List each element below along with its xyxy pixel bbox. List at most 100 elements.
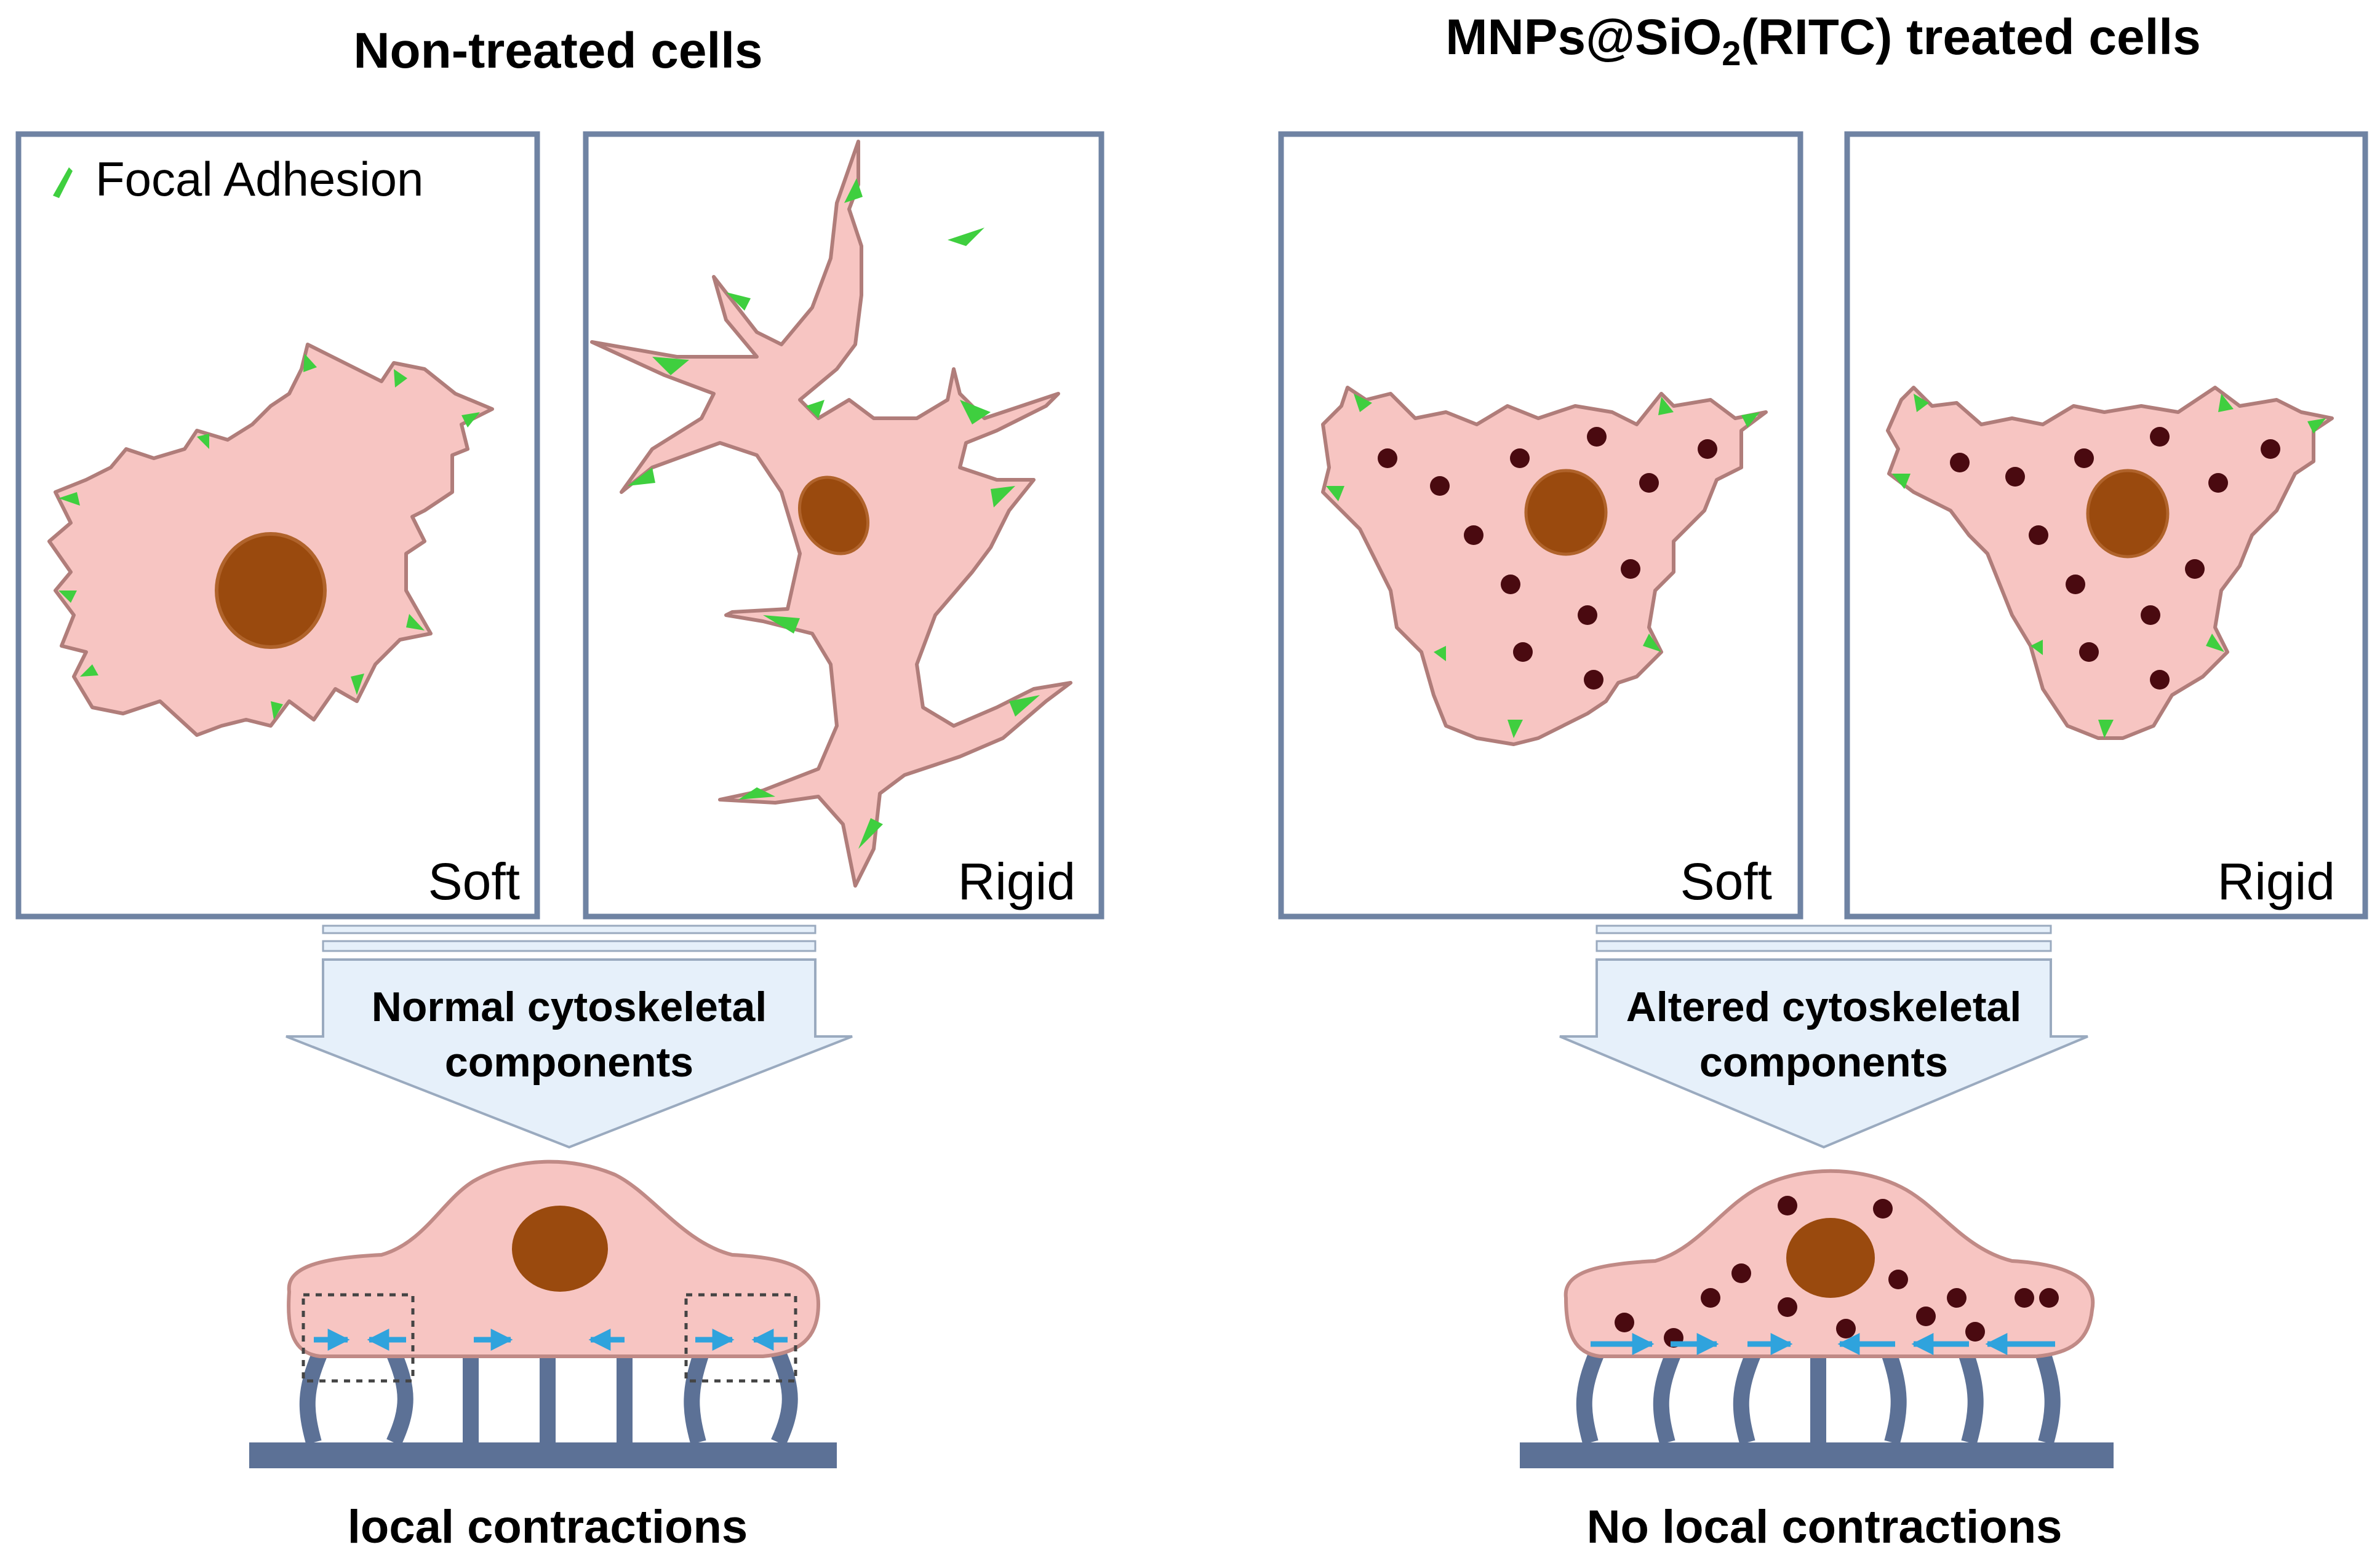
focal-adhesion: [1643, 634, 1661, 652]
focal-adhesion: [1741, 412, 1760, 428]
focal-adhesion: [1914, 394, 1929, 412]
nucleus: [797, 475, 870, 555]
cell-untreated-soft: [47, 343, 494, 737]
label-soft-right: Soft: [1680, 853, 1772, 910]
nanoparticle: [2208, 473, 2228, 493]
focal-adhesion: [844, 178, 863, 203]
nanoparticle: [1701, 1288, 1720, 1308]
focal-adhesion: [1434, 646, 1446, 661]
right-group-title: MNPs@SiO2(RITC) treated cells: [1445, 9, 2201, 73]
legend-label: Focal Adhesion: [95, 152, 423, 206]
nanoparticle: [1378, 448, 1397, 468]
focal-adhesion: [80, 664, 98, 677]
side-view-untreated: [249, 1159, 837, 1468]
focal-adhesion: [1892, 474, 1911, 489]
substrate: [249, 1442, 837, 1468]
caption-untreated: local contractions: [348, 1501, 748, 1553]
focal-adhesion: [960, 400, 991, 424]
focal-adhesion: [271, 701, 283, 720]
label-rigid-left: Rigid: [958, 853, 1076, 910]
nanoparticle: [2005, 467, 2025, 487]
focal-adhesion: [858, 818, 883, 849]
nanoparticle: [2039, 1288, 2059, 1308]
nanoparticle: [1947, 1288, 1967, 1308]
left-group-title: Non-treated cells: [353, 23, 762, 79]
nanoparticle: [1836, 1319, 1856, 1338]
focal-adhesion: [58, 492, 80, 506]
nanoparticle: [1584, 670, 1603, 690]
focal-adhesion: [1507, 720, 1523, 738]
focal-adhesion: [58, 591, 77, 603]
nanoparticle: [1873, 1199, 1893, 1219]
nanoparticle: [2074, 448, 2094, 468]
arrow-left: Normal cytoskeletal components: [286, 925, 853, 1149]
nanoparticle: [1639, 473, 1659, 493]
focal-adhesion: [726, 292, 751, 311]
cell-treated-rigid: [1886, 386, 2334, 740]
nanoparticle: [2066, 575, 2085, 594]
nanoparticle: [1778, 1196, 1797, 1215]
arrow-right: Altered cytoskeletal components: [1559, 925, 2088, 1149]
nanoparticle: [2261, 439, 2280, 459]
arrow-left-line1: Normal cytoskeletal: [372, 984, 767, 1030]
side-view-treated: [1520, 1169, 2114, 1468]
nanoparticle: [1621, 559, 1640, 579]
label-rigid-right: Rigid: [2218, 853, 2335, 910]
nanoparticle: [2150, 427, 2170, 447]
focal-adhesion-legend-icon: [53, 167, 73, 198]
nanoparticle: [2029, 525, 2048, 545]
nucleus: [1786, 1218, 1875, 1298]
focal-adhesion: [1658, 397, 1674, 415]
nanoparticle: [2150, 670, 2170, 690]
focal-adhesion: [991, 486, 1015, 507]
nanoparticle: [1464, 525, 1484, 545]
nanoparticle: [2185, 559, 2205, 579]
focal-adhesion: [2307, 418, 2326, 434]
arrow-right-line1: Altered cytoskeletal: [1626, 984, 2022, 1030]
nucleus: [215, 532, 327, 649]
focal-adhesion: [628, 467, 655, 486]
contraction-box-right: [684, 1293, 797, 1383]
pillars: [1576, 1350, 2061, 1445]
focal-adhesion: [394, 369, 407, 388]
focal-adhesion: [2206, 634, 2224, 652]
focal-adhesion: [351, 674, 364, 695]
nanoparticle: [1615, 1313, 1634, 1332]
nanoparticle: [1430, 476, 1450, 496]
nanoparticle: [1778, 1297, 1797, 1317]
focal-adhesion: [303, 354, 317, 372]
cell-untreated-rigid: [590, 140, 1072, 888]
cell-treated-soft: [1321, 386, 1768, 746]
focal-adhesion: [197, 434, 209, 449]
focal-adhesion: [2031, 640, 2043, 655]
nanoparticle: [2015, 1288, 2034, 1308]
focal-adhesion: [461, 412, 480, 428]
focal-adhesion: [763, 615, 800, 634]
nanoparticle: [1731, 1263, 1751, 1283]
caption-treated: No local contractions: [1587, 1501, 2063, 1553]
focal-adhesion: [1354, 394, 1372, 412]
nanoparticle: [1513, 642, 1533, 662]
arrow-left-line2: components: [445, 1039, 693, 1086]
nanoparticle: [1950, 453, 1970, 472]
nanoparticle: [1916, 1306, 1936, 1326]
nanoparticle: [1510, 448, 1530, 468]
substrate: [1520, 1442, 2114, 1468]
nanoparticle: [1888, 1270, 1908, 1289]
nanoparticle: [1965, 1322, 1985, 1342]
focal-adhesion: [406, 614, 425, 630]
focal-adhesion: [1326, 486, 1344, 501]
focal-adhesion: [1009, 695, 1040, 717]
label-soft-left: Soft: [428, 853, 520, 910]
focal-adhesion: [806, 400, 825, 418]
nanoparticle: [1587, 427, 1607, 447]
nucleus: [1524, 469, 1608, 556]
nanoparticle: [1698, 439, 1717, 459]
focal-adhesion: [2098, 720, 2114, 738]
nanoparticle: [2141, 605, 2160, 625]
nucleus: [2086, 469, 2170, 559]
focal-adhesion: [948, 228, 984, 246]
focal-adhesion: [2218, 394, 2234, 412]
nanoparticle: [2079, 642, 2099, 662]
